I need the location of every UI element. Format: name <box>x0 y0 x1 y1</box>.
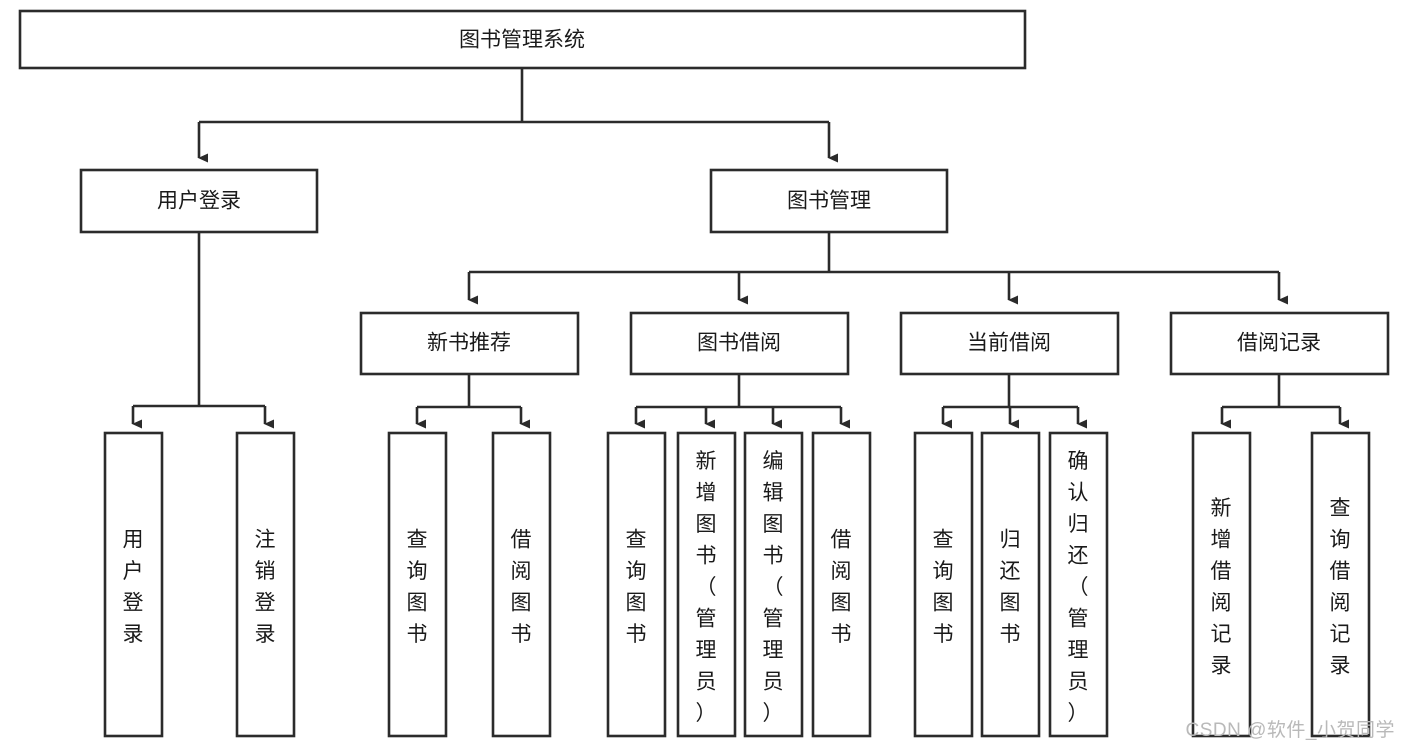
connector-group-user-login <box>131 232 274 429</box>
leaf-current-borrow-0-label: 查询图书 <box>933 529 954 647</box>
leaf-borrow-record-1-box[interactable] <box>1310 431 1371 738</box>
leaf-node[interactable]: 新增借阅记录 <box>1191 431 1252 738</box>
node-current-borrow-label: 当前借阅 <box>967 332 1051 355</box>
node-book-manage-label: 图书管理 <box>787 190 871 213</box>
leaf-node[interactable]: 借阅图书 <box>491 431 552 738</box>
node-borrow-record-label: 借阅记录 <box>1237 332 1321 355</box>
leaf-user-login-1-box[interactable] <box>235 431 296 738</box>
leaf-node[interactable]: 查询图书 <box>387 431 448 738</box>
leaf-borrow-record-0-label: 新增借阅记录 <box>1211 497 1232 678</box>
leaf-current-borrow-0-box[interactable] <box>913 431 974 738</box>
node-new-book-recommend-box[interactable] <box>359 311 580 376</box>
leaf-node[interactable]: 查询借阅记录 <box>1310 431 1371 738</box>
leaf-node[interactable]: 用户登录 <box>103 431 164 738</box>
node-current-borrow[interactable]: 当前借阅 <box>899 311 1120 376</box>
node-book-borrow-label: 图书借阅 <box>697 332 781 355</box>
leaf-new-book-1-box[interactable] <box>491 431 552 738</box>
node-root[interactable]: 图书管理系统 <box>18 9 1027 70</box>
node-user-login-label: 用户登录 <box>157 190 241 213</box>
leaf-node[interactable]: 查询图书 <box>606 431 667 738</box>
leaf-borrow-record-1-label: 查询借阅记录 <box>1330 497 1351 678</box>
leaf-node[interactable]: 查询图书 <box>913 431 974 738</box>
leaf-book-borrow-3-label: 借阅图书 <box>831 529 852 647</box>
leaf-node[interactable]: 注销登录 <box>235 431 296 738</box>
leaf-current-borrow-2-box[interactable] <box>1048 431 1109 738</box>
leaf-new-book-0-box[interactable] <box>387 431 448 738</box>
leaf-node[interactable]: 编辑图书（管理员） <box>743 431 804 738</box>
leaf-current-borrow-2-label: 确认归还（管理员） <box>1068 450 1089 725</box>
node-book-borrow-box[interactable] <box>629 311 850 376</box>
connector-group-current-borrow <box>941 374 1087 429</box>
node-borrow-record-box[interactable] <box>1169 311 1390 376</box>
leaf-new-book-0-label: 查询图书 <box>407 529 428 647</box>
node-new-book-recommend-label: 新书推荐 <box>427 332 511 355</box>
node-user-login[interactable]: 用户登录 <box>79 168 319 234</box>
leaf-book-borrow-2-label: 编辑图书（管理员） <box>763 450 784 725</box>
leaf-user-login-1-label: 注销登录 <box>255 529 276 647</box>
node-new-book-recommend[interactable]: 新书推荐 <box>359 311 580 376</box>
leaf-current-borrow-1-label: 归还图书 <box>1000 529 1021 647</box>
node-root-box[interactable] <box>18 9 1027 70</box>
leaf-node[interactable]: 新增图书（管理员） <box>676 431 737 738</box>
node-book-borrow[interactable]: 图书借阅 <box>629 311 850 376</box>
leaf-book-borrow-3-box[interactable] <box>811 431 872 738</box>
leaf-user-login-0-label: 用户登录 <box>123 529 144 647</box>
node-book-manage-box[interactable] <box>709 168 949 234</box>
leaf-borrow-record-0-box[interactable] <box>1191 431 1252 738</box>
node-user-login-box[interactable] <box>79 168 319 234</box>
leaf-new-book-1-label: 借阅图书 <box>511 529 532 647</box>
node-borrow-record[interactable]: 借阅记录 <box>1169 311 1390 376</box>
connector-group-borrow-record <box>1220 374 1349 429</box>
leaf-book-borrow-1-label: 新增图书（管理员） <box>696 450 717 725</box>
node-root-label: 图书管理系统 <box>459 29 585 52</box>
leaf-node[interactable]: 归还图书 <box>980 431 1041 738</box>
leaf-node[interactable]: 借阅图书 <box>811 431 872 738</box>
leaf-node[interactable]: 确认归还（管理员） <box>1048 431 1109 738</box>
leaf-book-borrow-2-box[interactable] <box>743 431 804 738</box>
leaf-book-borrow-0-box[interactable] <box>606 431 667 738</box>
node-book-manage[interactable]: 图书管理 <box>709 168 949 234</box>
connector-group-book-borrow <box>634 374 850 429</box>
leaf-user-login-0-box[interactable] <box>103 431 164 738</box>
connector-group-new-book <box>415 374 530 429</box>
connector-group-root <box>197 68 838 163</box>
leaf-book-borrow-0-label: 查询图书 <box>626 529 647 647</box>
leaf-book-borrow-1-box[interactable] <box>676 431 737 738</box>
leaf-current-borrow-1-box[interactable] <box>980 431 1041 738</box>
connector-group-book-manage <box>467 232 1288 305</box>
node-current-borrow-box[interactable] <box>899 311 1120 376</box>
